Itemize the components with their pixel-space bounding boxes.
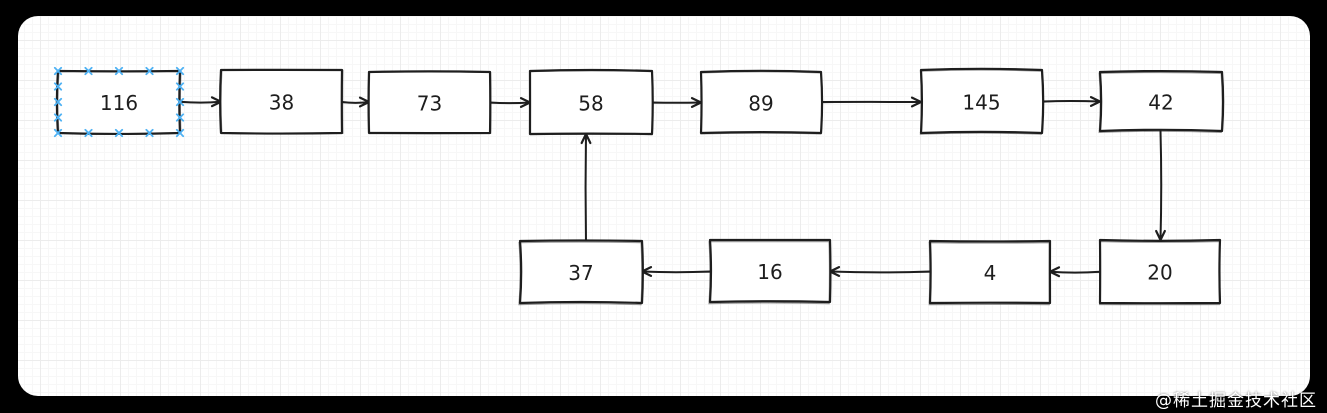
node-label: 20: [1147, 261, 1172, 285]
node-outline-sketch: [1098, 71, 1223, 134]
node-outline: [699, 69, 824, 135]
watermark: @稀土掘金技术社区: [1155, 391, 1317, 411]
flow-node-42[interactable]: 42: [1098, 69, 1225, 134]
node-outline-sketch: [928, 242, 1050, 306]
node-outline: [1098, 238, 1222, 305]
node-label: 145: [962, 91, 1000, 115]
node-label: 42: [1148, 91, 1173, 115]
flow-node-58[interactable]: 58: [528, 68, 654, 136]
flow-arrow-42-20[interactable]: [1155, 130, 1166, 242]
node-outline: [919, 67, 1045, 135]
flow-node-38[interactable]: 38: [219, 68, 344, 135]
node-outline-sketch: [708, 241, 831, 305]
node-label: 73: [417, 92, 442, 116]
node-outline: [528, 68, 654, 136]
flow-arrow-37-58[interactable]: [580, 132, 592, 242]
flow-node-89[interactable]: 89: [699, 69, 824, 135]
node-label: 116: [100, 91, 138, 115]
node-outline: [1098, 69, 1225, 133]
node-outline-sketch: [518, 241, 643, 306]
flow-arrow-58-89[interactable]: [651, 97, 703, 108]
flow-node-16[interactable]: 16: [708, 238, 832, 305]
flow-node-116[interactable]: 116: [53, 66, 185, 138]
node-label: 37: [568, 261, 593, 285]
node-label: 4: [984, 261, 997, 285]
node-outline-sketch: [529, 70, 654, 136]
node-outline: [518, 239, 644, 305]
node-outline-sketch: [368, 71, 492, 135]
flow-node-73[interactable]: 73: [367, 70, 492, 135]
flow-node-37[interactable]: 37: [518, 239, 644, 306]
flow-node-145[interactable]: 145: [919, 67, 1045, 135]
flow-arrow-20-4[interactable]: [1048, 266, 1101, 278]
node-label: 16: [757, 260, 782, 284]
node-outline: [708, 238, 832, 304]
node-label: 58: [578, 92, 603, 116]
flow-arrow-145-42[interactable]: [1041, 96, 1102, 107]
node-outline: [367, 70, 492, 135]
flow-node-20[interactable]: 20: [1098, 238, 1222, 306]
node-outline: [219, 68, 344, 135]
flow-node-4[interactable]: 4: [928, 239, 1052, 306]
selection-handles[interactable]: [53, 66, 185, 138]
node-outline-sketch: [700, 71, 823, 135]
node-outline-sketch: [220, 69, 344, 135]
node-label: 89: [748, 92, 773, 116]
flow-arrow-73-58[interactable]: [489, 97, 532, 108]
node-outline: [928, 239, 1052, 305]
flow-arrow-89-145[interactable]: [820, 96, 923, 108]
node-label: 38: [269, 91, 294, 115]
node-outline-sketch: [919, 69, 1044, 135]
node-outline-sketch: [1098, 240, 1221, 306]
